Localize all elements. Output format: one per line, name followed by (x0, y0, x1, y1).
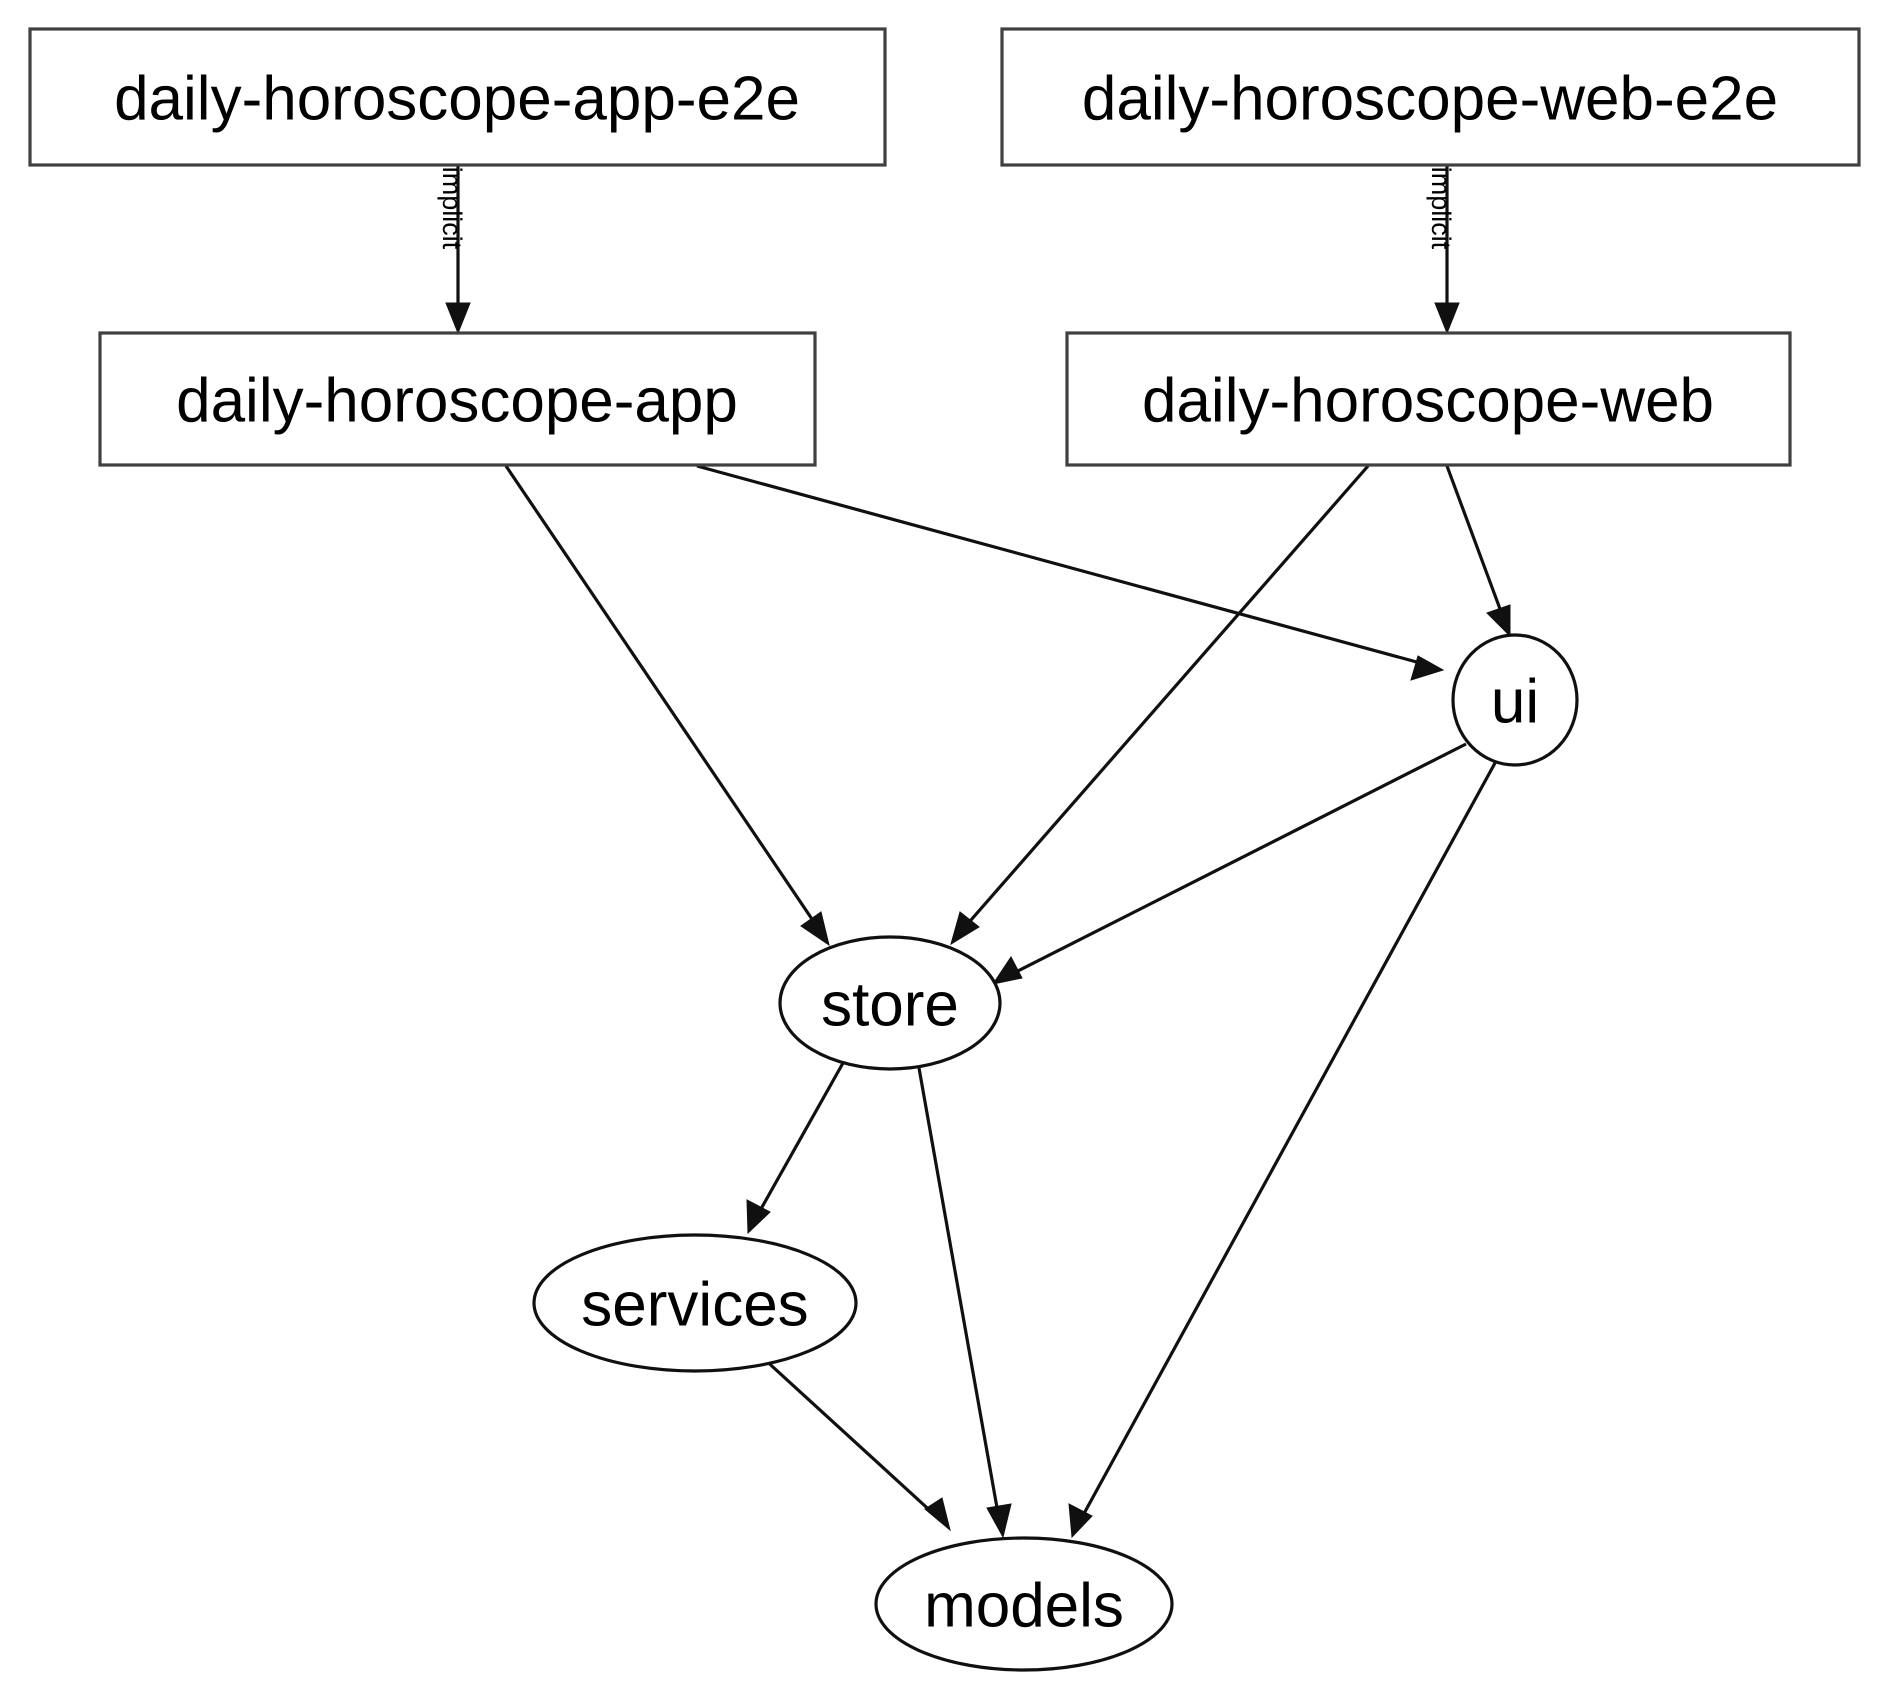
edge-app-e2e-to-app: implicit (437, 166, 471, 335)
edge-line (1079, 762, 1497, 1520)
node-ui[interactable]: ui (1451, 633, 1579, 767)
edge-app-to-store (504, 465, 830, 947)
edge-store-to-services (746, 1062, 845, 1235)
edge-line (1445, 465, 1505, 618)
edge-web-to-ui (1445, 465, 1511, 638)
node-label: services (581, 1271, 808, 1340)
node-box[interactable] (28, 27, 887, 167)
node-daily-horoscope-app[interactable]: daily-horoscope-app (98, 331, 817, 467)
arrow-head-icon (1410, 655, 1445, 681)
arrow-head-icon (950, 911, 980, 946)
node-label: models (924, 1572, 1124, 1641)
node-label: store (821, 971, 959, 1040)
node-ellipse[interactable] (532, 1233, 858, 1373)
edge-line (504, 465, 820, 929)
arrow-head-icon (924, 1497, 951, 1532)
edge-label-implicit-web: implicit (1426, 167, 1456, 250)
node-ellipse[interactable] (778, 935, 1002, 1071)
node-daily-horoscope-web[interactable]: daily-horoscope-web (1065, 331, 1792, 467)
edge-line (962, 464, 1370, 930)
node-ellipse[interactable] (1451, 633, 1579, 767)
node-box[interactable] (1065, 331, 1792, 467)
node-models[interactable]: models (874, 1536, 1174, 1672)
node-label: ui (1491, 668, 1539, 737)
arrow-head-icon (800, 911, 830, 947)
edge-web-to-store (950, 464, 1370, 946)
arrow-head-icon (1486, 604, 1511, 638)
edge-app-to-ui (696, 464, 1445, 681)
edge-ui-to-store (991, 742, 1467, 985)
node-daily-horoscope-app-e2e[interactable]: daily-horoscope-app-e2e (28, 27, 887, 167)
node-label: daily-horoscope-web (1142, 367, 1714, 436)
arrow-head-icon (445, 302, 471, 335)
node-ellipse[interactable] (874, 1536, 1174, 1672)
arrow-head-icon (1068, 1503, 1093, 1539)
edge-line (760, 1355, 938, 1518)
arrow-head-icon (991, 956, 1023, 985)
edge-ui-to-models (1068, 762, 1497, 1539)
node-label: daily-horoscope-web-e2e (1082, 65, 1778, 134)
node-store[interactable]: store (778, 935, 1002, 1071)
edge-web-e2e-to-web: implicit (1426, 166, 1460, 335)
node-services[interactable]: services (532, 1233, 858, 1373)
edge-services-to-models (760, 1355, 951, 1532)
edge-line (696, 464, 1425, 666)
edge-label-implicit-app: implicit (437, 167, 467, 250)
arrow-head-icon (1434, 302, 1460, 335)
edge-line (917, 1067, 1001, 1520)
edge-line (1009, 742, 1467, 977)
arrow-head-icon (746, 1199, 771, 1235)
node-label: daily-horoscope-app (176, 367, 738, 436)
node-daily-horoscope-web-e2e[interactable]: daily-horoscope-web-e2e (1000, 27, 1861, 167)
edge-store-to-models (917, 1067, 1012, 1539)
node-box[interactable] (1000, 27, 1861, 167)
node-box[interactable] (98, 331, 817, 467)
arrow-head-icon (986, 1503, 1012, 1539)
edge-line (755, 1062, 845, 1217)
node-label: daily-horoscope-app-e2e (114, 65, 800, 134)
